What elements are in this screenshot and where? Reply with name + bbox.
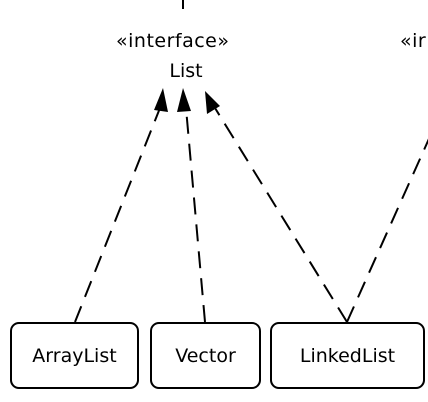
linkedlist-realization-line (214, 107, 348, 323)
arraylist-arrowhead-icon (154, 88, 168, 112)
linkedlist-arrowhead-icon (205, 91, 220, 114)
class-name-arraylist: ArrayList (32, 344, 117, 367)
class-box-vector: Vector (150, 322, 261, 389)
class-box-arraylist: ArrayList (10, 322, 139, 389)
vector-realization-line (185, 107, 206, 323)
interface-stereotype: «interface» (116, 30, 230, 52)
linkedlist-second-realization-line (346, 138, 428, 323)
second-interface-stereotype: «ir (400, 30, 427, 52)
arraylist-realization-line (74, 107, 161, 323)
interface-name: List (169, 60, 203, 82)
class-name-linkedlist: LinkedList (299, 344, 396, 367)
class-name-vector: Vector (175, 344, 236, 367)
class-box-linkedlist: LinkedList (270, 322, 425, 389)
vector-arrowhead-icon (177, 88, 191, 112)
